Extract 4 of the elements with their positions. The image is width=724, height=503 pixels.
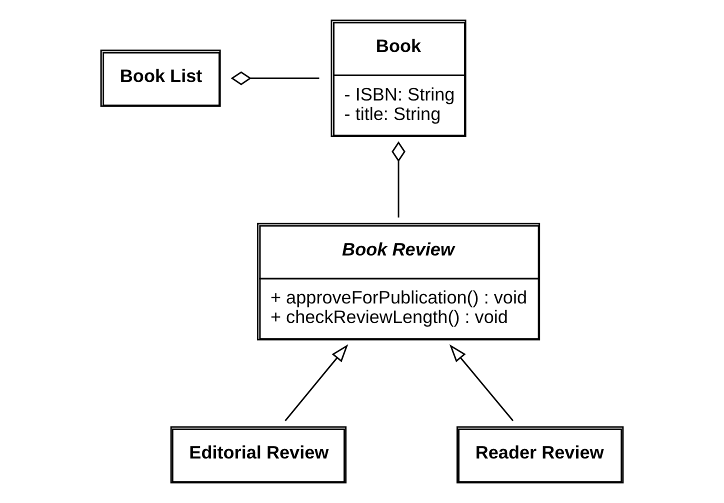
connector (392, 141, 406, 218)
arrow (284, 344, 348, 422)
connector (230, 71, 320, 86)
arrow (449, 344, 514, 422)
